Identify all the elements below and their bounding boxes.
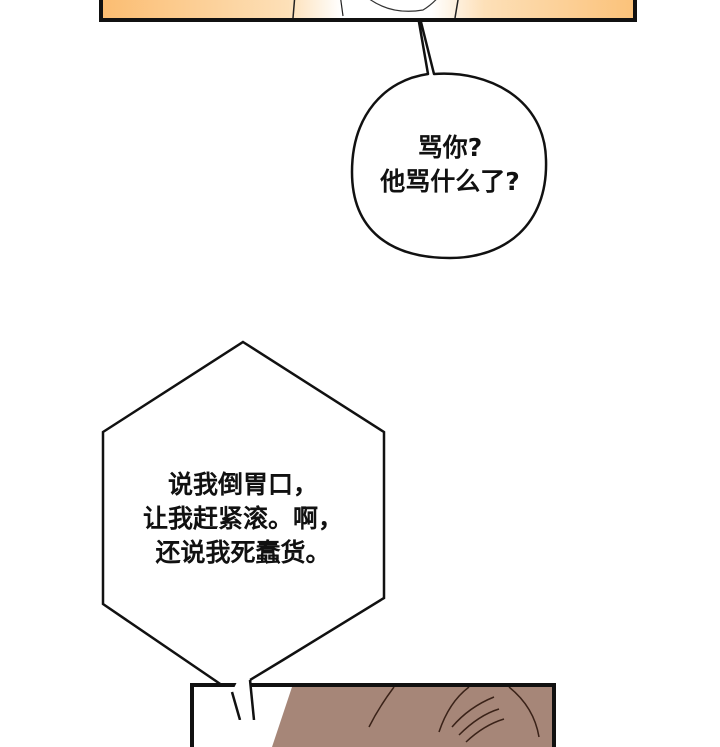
bubble-line: 他骂什么了? [380,166,520,196]
top-comic-panel [99,0,637,22]
speech-bubbles-layer [101,20,548,718]
bubble-line: 让我赶紧滚。啊， [142,503,343,533]
character-outline-art [292,0,459,18]
round-speech-bubble [350,20,548,260]
bubble-line: 骂你? [417,133,483,162]
round-bubble-text: 骂你? 他骂什么了? [355,131,545,199]
bubble-line: 还说我死蠢货。 [155,537,331,567]
bubble-line: 说我倒胃口， [167,470,318,499]
bubble-tail-overlay [230,679,256,720]
hexagon-bubble-text: 说我倒胃口， 让我赶紧滚。啊， 还说我死蠢货。 [103,468,383,569]
